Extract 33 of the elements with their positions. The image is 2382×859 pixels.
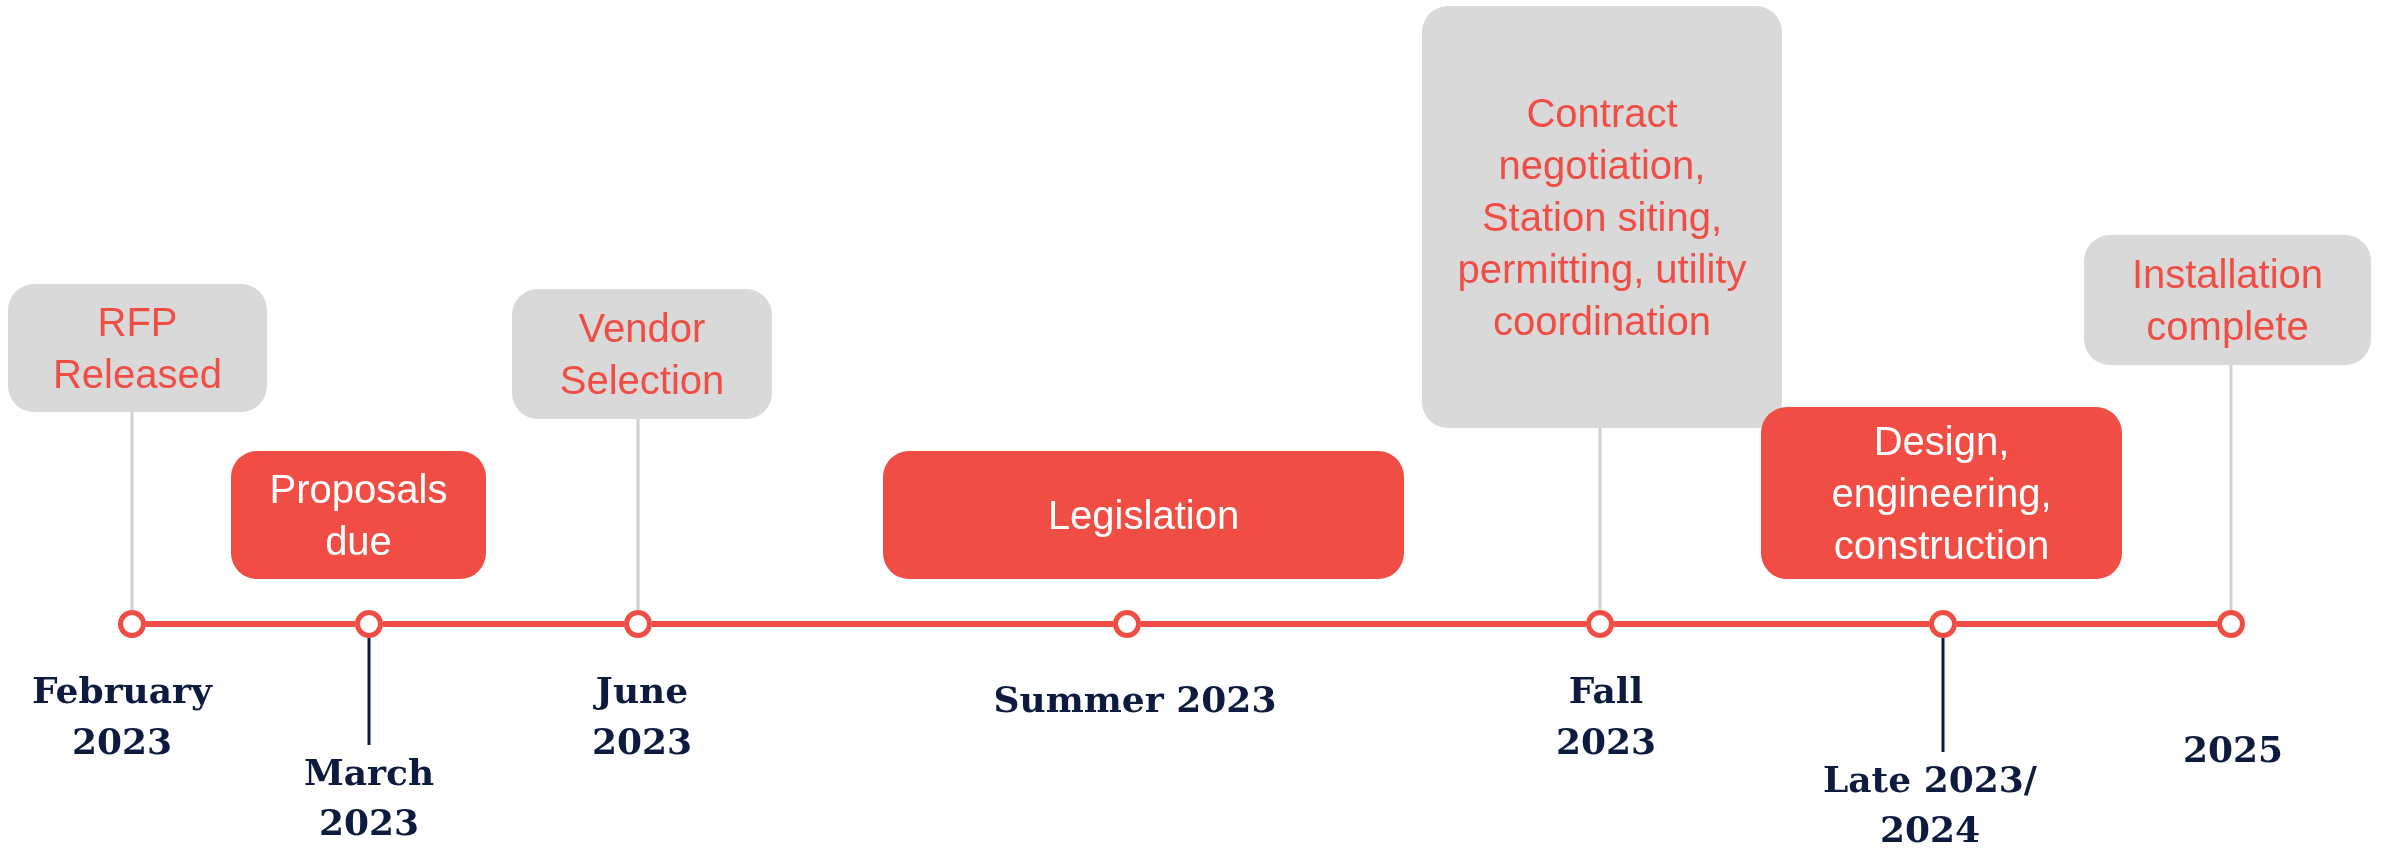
leader-line [1598,428,1602,610]
milestone-box: Installation complete [2084,235,2371,365]
date-label: Late 2023/ 2024 [1795,752,2065,856]
timeline-dot [118,610,146,638]
date-label: Fall 2023 [1531,664,1681,767]
milestone-box: Contract negotiation, Station siting, permitting, utility coordination [1422,6,1782,428]
timeline-segment [383,621,624,627]
timeline-dot [355,610,383,638]
timeline-segment [146,621,355,627]
timeline-segment [1614,621,1929,627]
date-label: Summer 2023 [970,672,1300,726]
date-label: February 2023 [7,664,237,767]
timeline-dot [1586,610,1614,638]
date-label: June 2023 [542,664,742,767]
leader-line [636,419,640,610]
milestone-box: RFP Released [8,284,267,412]
timeline-dot [2217,610,2245,638]
timeline-segment [1141,621,1586,627]
milestone-box: Proposals due [231,451,486,579]
leader-line [1941,638,1945,752]
date-label: March 2023 [269,745,469,849]
timeline-segment [652,621,1113,627]
leader-line [367,638,371,745]
milestone-box: Legislation [883,451,1404,579]
timeline-dot [1929,610,1957,638]
milestone-box: Design, engineering, construction [1761,407,2122,579]
date-label: 2025 [2153,722,2313,776]
milestone-box: Vendor Selection [512,289,772,419]
timeline-segment [1957,621,2217,627]
leader-line [130,412,134,610]
timeline-dot [1113,610,1141,638]
timeline-dot [624,610,652,638]
leader-line [2229,365,2233,610]
